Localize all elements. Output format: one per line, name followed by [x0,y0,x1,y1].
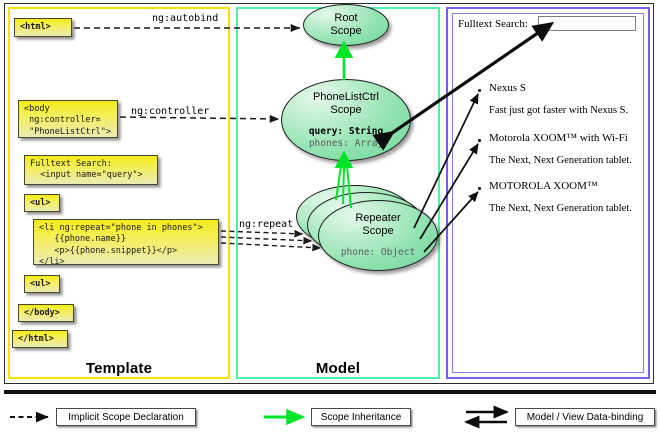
phonelistctrl-scope-title-2: Scope [330,103,362,116]
ul-open-box: <ul> [24,194,60,212]
view-bullet-dot [478,187,482,191]
phonelistctrl-scope-title-1: PhoneListCtrl [312,91,380,103]
body-controller-box: <body ng:controller= "PhoneListCtrl"> [18,100,118,138]
legend-implicit-scope-declaration: Implicit Scope Declaration [56,408,196,426]
view-phone-snippet-1: The Next, Next Generation tablet. [489,155,632,166]
edge-label-autobind: ng:autobind [152,13,219,24]
html-close-box: </html> [12,330,68,348]
root-scope-title-2: Scope [330,24,362,37]
repeater-scope-title-1: Repeater [355,212,401,224]
repeater-scope-title-2: Scope [362,224,394,237]
view-phone-name-1: Motorola XOOM™ with Wi-Fi [489,132,628,144]
legend-separator [4,390,656,394]
view-phone-snippet-0: Fast just got faster with Nexus S. [489,105,629,116]
view-panel [452,13,644,373]
edge-label-controller: ng:controller [131,106,210,117]
view-phone-name-2: MOTOROLA XOOM™ [489,180,598,192]
li-repeat-box: <li ng:repeat="phone in phones"> {{phone… [33,219,219,267]
search-input[interactable] [538,16,636,31]
ul-close-box: <ul> [24,275,60,293]
legend-model-view-databinding: Model / View Data-binding [515,408,655,426]
fulltext-search-box: Fulltext Search: <input name="query"> [24,155,158,185]
root-scope-ellipse: Root Scope [303,4,389,46]
repeater-scope-prop-phone: phone: Object [340,246,416,258]
column-label-template: Template [85,360,153,377]
column-label-model: Model [315,360,361,377]
view-search-label: Fulltext Search: [458,18,528,30]
view-phone-snippet-2: The Next, Next Generation tablet. [489,203,632,214]
column-template [8,7,230,379]
phonelistctrl-scope-prop-query: query: String [308,125,384,137]
root-scope-title-1: Root [334,12,358,24]
body-close-box: </body> [18,304,74,322]
edge-label-repeat: ng:repeat [239,219,294,230]
phonelistctrl-scope-prop-phones: phones: Array [308,137,384,149]
legend-scope-inheritance: Scope Inheritance [311,408,411,426]
view-phone-name-0: Nexus S [489,82,526,94]
html-open-box: <html> [14,18,72,37]
repeater-scope-ellipse: Repeater Scope phone: Object [318,200,438,271]
phonelistctrl-scope-ellipse: PhoneListCtrl Scope query: String phones… [281,79,411,161]
